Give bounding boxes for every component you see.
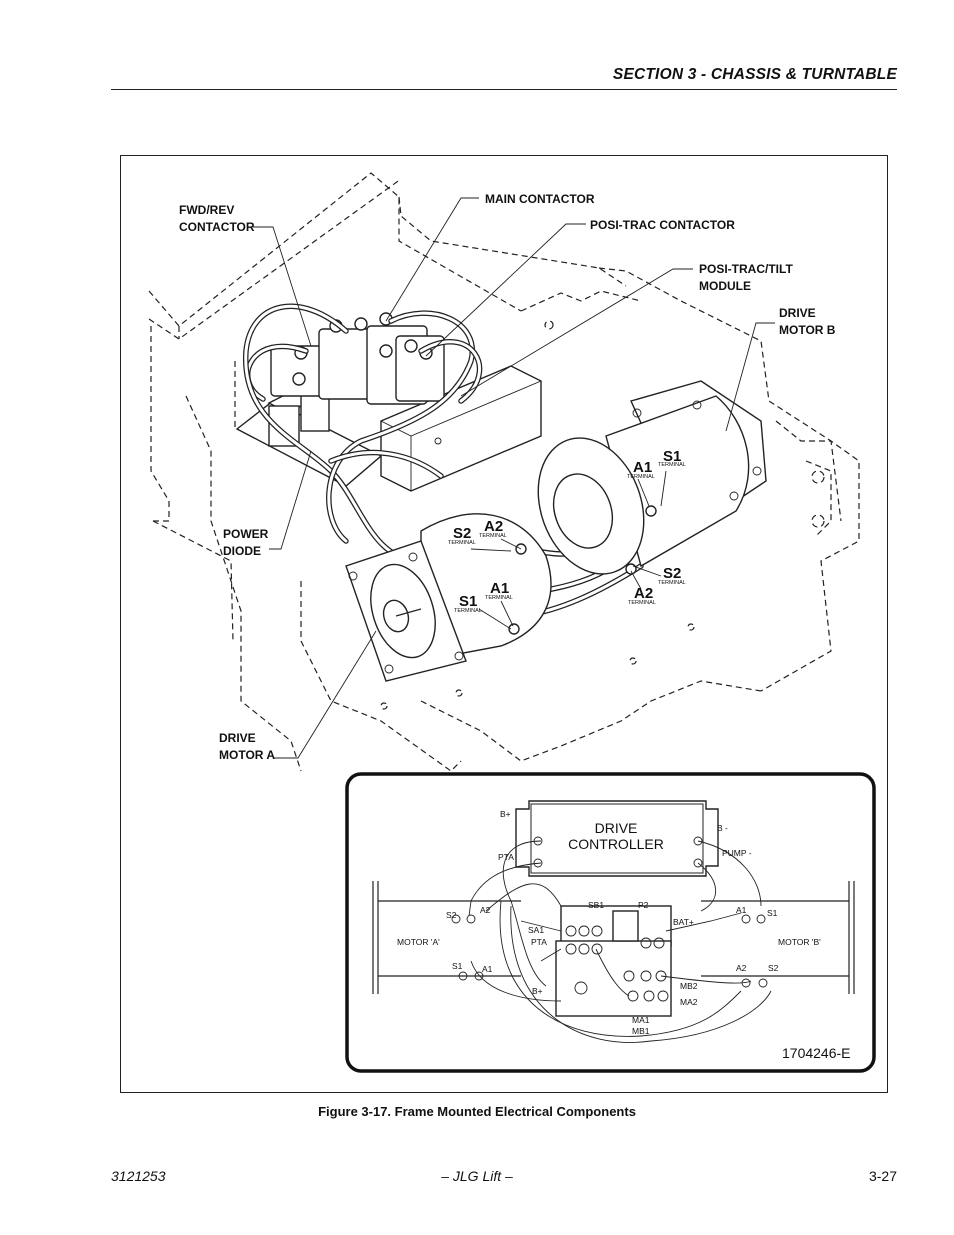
sch-b-a2: A2 xyxy=(736,963,747,973)
callout-drive-motor-b-2: MOTOR B xyxy=(779,323,836,337)
callout-power-diode-2: DIODE xyxy=(223,544,261,558)
callout-posi-trac-tilt-module-2: MODULE xyxy=(699,279,751,293)
callout-main-contactor: MAIN CONTACTOR xyxy=(485,192,595,206)
motor-a-s1-label: S1 xyxy=(459,593,477,610)
figure-caption: Figure 3-17. Frame Mounted Electrical Co… xyxy=(318,1104,636,1119)
sch-ma1: MA1 xyxy=(632,1015,650,1025)
motor-b-s2-terminal: TERMINAL xyxy=(658,580,686,586)
sch-p2: P2 xyxy=(638,900,649,910)
chassis-frame-hidden-lines xyxy=(148,172,860,772)
sch-sb1: SB1 xyxy=(588,900,604,910)
callout-posi-trac-tilt-module-1: POSI-TRAC/TILT xyxy=(699,262,793,276)
sch-b-plus-mid: B+ xyxy=(532,986,543,996)
frame-electrical-illustration: FWD/REV CONTACTOR MAIN CONTACTOR POSI-TR… xyxy=(148,172,876,1073)
motor-b-s1-label: S1 xyxy=(663,448,681,465)
header-divider xyxy=(111,89,897,90)
drive-controller-line2: CONTROLLER xyxy=(568,836,664,852)
motor-a-s2-label: S2 xyxy=(453,525,471,542)
sch-motor-b-label: MOTOR 'B' xyxy=(778,937,821,947)
sch-ma2: MA2 xyxy=(680,997,698,1007)
callout-fwd-rev-contactor-1: FWD/REV xyxy=(179,203,234,217)
motor-a-s2-terminal: TERMINAL xyxy=(448,540,476,546)
footer-doc-number: 3121253 xyxy=(111,1168,166,1184)
motor-b-a1-terminal: TERMINAL xyxy=(627,474,655,480)
sch-a-s1: S1 xyxy=(452,961,463,971)
motor-b-s2-label: S2 xyxy=(663,565,681,582)
sch-b-s2: S2 xyxy=(768,963,779,973)
sch-pump-minus: PUMP - xyxy=(722,848,752,858)
motor-a-a1-terminal: TERMINAL xyxy=(485,595,513,601)
motor-b-a2-terminal: TERMINAL xyxy=(628,600,656,606)
callout-drive-motor-a-2: MOTOR A xyxy=(219,748,275,762)
sch-pta-top: PTA xyxy=(498,852,514,862)
section-title: SECTION 3 - CHASSIS & TURNTABLE xyxy=(612,66,897,83)
wiring-schematic-inset: DRIVE CONTROLLER xyxy=(345,772,876,1073)
sch-a-s2: S2 xyxy=(446,910,457,920)
sch-motor-a-label: MOTOR 'A' xyxy=(397,937,440,947)
sch-b-s1: S1 xyxy=(767,908,778,918)
drive-motor-a xyxy=(345,505,657,682)
sch-bat-plus: BAT+ xyxy=(673,917,694,927)
figure-frame: FWD/REV CONTACTOR MAIN CONTACTOR POSI-TR… xyxy=(120,155,888,1093)
sch-a-a2: A2 xyxy=(480,905,491,915)
sch-b-a1: A1 xyxy=(736,905,747,915)
motor-a-a2-label: A2 xyxy=(484,518,503,535)
drive-controller-line1: DRIVE xyxy=(595,820,638,836)
contactors xyxy=(270,312,445,405)
sch-mb1: MB1 xyxy=(632,1026,650,1036)
drive-motor-b xyxy=(537,380,767,575)
motor-a-s1-terminal: TERMINAL xyxy=(454,608,482,614)
sch-a-a1: A1 xyxy=(482,964,493,974)
callout-leaders xyxy=(253,197,775,759)
callout-posi-trac-contactor: POSI-TRAC CONTACTOR xyxy=(590,218,735,232)
footer-publisher: – JLG Lift – xyxy=(441,1168,513,1184)
sch-b-plus-top: B+ xyxy=(500,809,511,819)
callout-drive-motor-b-1: DRIVE xyxy=(779,306,816,320)
callout-power-diode-1: POWER xyxy=(223,527,269,541)
callout-drive-motor-a-1: DRIVE xyxy=(219,731,256,745)
drawing-number: 1704246-E xyxy=(782,1045,851,1061)
motor-b-a2-label: A2 xyxy=(634,585,653,602)
sch-b-minus: B - xyxy=(717,823,728,833)
sch-sa1: SA1 xyxy=(528,925,544,935)
motor-b-s1-terminal: TERMINAL xyxy=(658,462,686,468)
motor-b-a1-label: A1 xyxy=(633,459,652,476)
sch-pta-mid: PTA xyxy=(531,937,547,947)
motor-a-a2-terminal: TERMINAL xyxy=(479,533,507,539)
sch-mb2: MB2 xyxy=(680,981,698,991)
footer-page-number: 3-27 xyxy=(868,1168,897,1184)
callout-fwd-rev-contactor-2: CONTACTOR xyxy=(179,220,255,234)
motor-a-a1-label: A1 xyxy=(490,580,509,597)
